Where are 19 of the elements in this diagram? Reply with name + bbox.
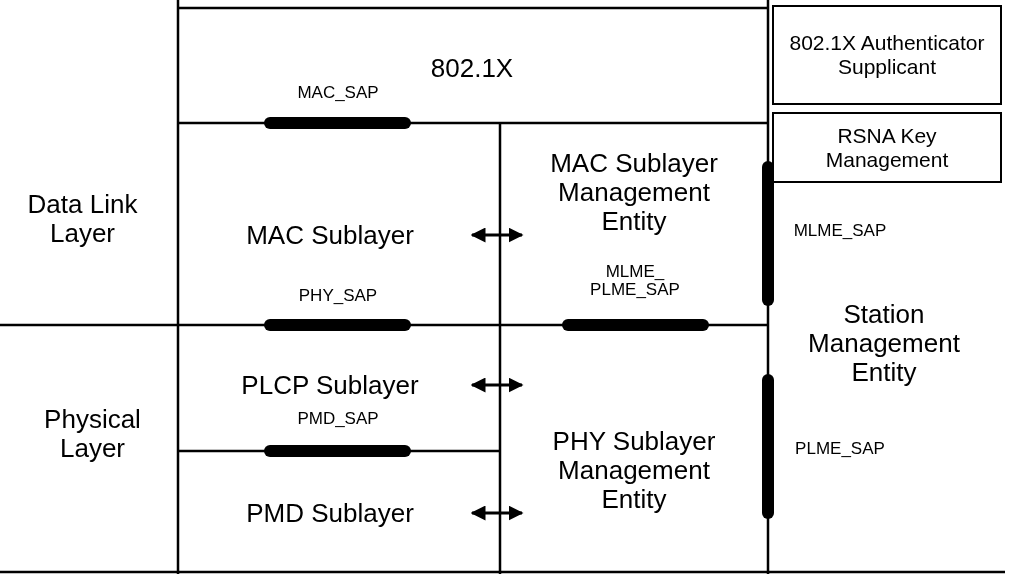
sublayer-label: PLCP Sublayer	[190, 365, 470, 405]
sap-label: PHY_SAP	[297, 287, 379, 305]
entity-label: MAC Sublayer Management Entity	[524, 140, 744, 245]
sap-label: MLME_ PLME_SAP	[589, 263, 681, 299]
double-arrow	[470, 377, 524, 393]
sublayer-label: MAC Sublayer	[190, 215, 470, 255]
sap-label: PMD_SAP	[296, 410, 380, 428]
layer-label: Data Link Layer	[26, 190, 139, 248]
sap-label: MAC_SAP	[296, 84, 380, 102]
double-arrow	[470, 227, 524, 243]
function-box: RSNA Key Management	[772, 112, 1002, 183]
sublayer-label: PMD Sublayer	[190, 493, 470, 533]
sap-label: MLME_SAP	[792, 222, 888, 240]
double-arrow	[470, 505, 524, 521]
layer-label: Physical Layer	[43, 405, 142, 463]
entity-label: Station Management Entity	[774, 288, 994, 398]
entity-label: PHY Sublayer Management Entity	[524, 380, 744, 560]
sap-label: PLME_SAP	[794, 440, 886, 458]
function-box: 802.1X Authenticator Supplicant	[772, 5, 1002, 105]
